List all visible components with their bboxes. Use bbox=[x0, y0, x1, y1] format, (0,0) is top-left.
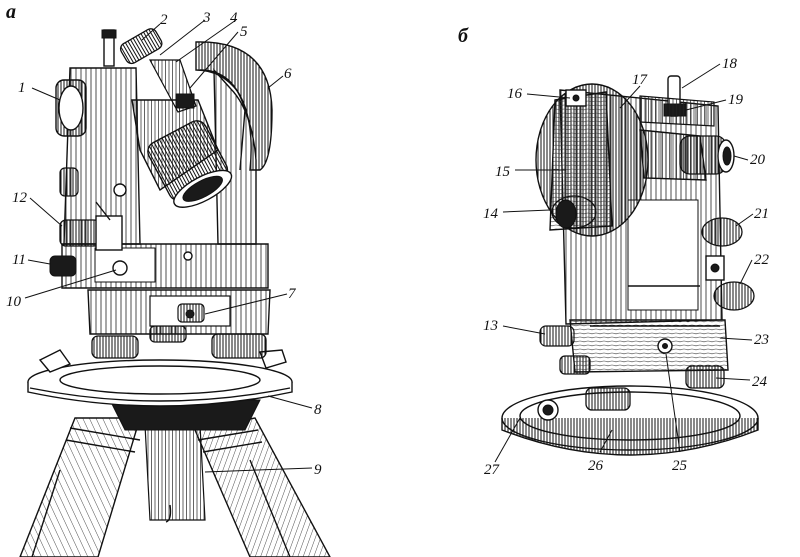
callout-10: 10 bbox=[6, 294, 22, 310]
telescope-b bbox=[639, 129, 735, 181]
callout-16: 16 bbox=[507, 86, 523, 102]
callout-4: 4 bbox=[230, 10, 238, 26]
callout-7: 7 bbox=[288, 286, 297, 302]
callout-14: 14 bbox=[483, 206, 499, 222]
callout-8: 8 bbox=[314, 402, 322, 418]
callout-23: 23 bbox=[754, 332, 769, 348]
tripod-head-plate bbox=[27, 349, 293, 407]
callout-18: 18 bbox=[722, 56, 738, 72]
callout-15: 15 bbox=[495, 164, 511, 180]
reading-microscope bbox=[55, 79, 87, 137]
callout-25: 25 bbox=[672, 458, 688, 474]
tribrach bbox=[87, 289, 271, 335]
panel-b-drawing bbox=[501, 75, 759, 456]
callout-9: 9 bbox=[314, 462, 322, 478]
callout-24: 24 bbox=[752, 374, 768, 390]
callout-19: 19 bbox=[728, 92, 744, 108]
screws-11-12 bbox=[49, 201, 123, 277]
callout-1: 1 bbox=[18, 80, 26, 96]
callout-3: 3 bbox=[202, 10, 211, 26]
callout-21: 21 bbox=[754, 206, 769, 222]
callout-20: 20 bbox=[750, 152, 766, 168]
panel-labels: а б bbox=[6, 1, 469, 47]
standard-right bbox=[195, 41, 273, 245]
callout-13: 13 bbox=[483, 318, 498, 334]
callout-11: 11 bbox=[12, 252, 26, 268]
foot-screws bbox=[91, 325, 267, 359]
tripod-legs bbox=[19, 399, 331, 557]
callout-6: 6 bbox=[284, 66, 292, 82]
callout-26: 26 bbox=[588, 458, 604, 474]
callout-12: 12 bbox=[12, 190, 28, 206]
leader-lines bbox=[24, 19, 754, 473]
knobs-21-22 bbox=[701, 217, 755, 311]
panel-label-a: а bbox=[6, 1, 16, 23]
tribrach-b bbox=[539, 319, 729, 373]
telescope-a bbox=[119, 28, 233, 208]
callout-5: 5 bbox=[240, 24, 248, 40]
knob-14 bbox=[551, 195, 597, 229]
callout-labels: 1 2 3 4 5 6 7 8 9 10 11 12 13 14 15 16 1… bbox=[6, 10, 770, 478]
top-sight bbox=[639, 75, 715, 127]
callout-22: 22 bbox=[754, 252, 770, 268]
panel-label-b: б bbox=[458, 25, 469, 47]
callout-17: 17 bbox=[632, 72, 649, 88]
alidade-base bbox=[61, 243, 269, 289]
callout-27: 27 bbox=[484, 462, 501, 478]
panel-a-drawing bbox=[19, 28, 331, 557]
base-plate bbox=[501, 385, 759, 456]
callout-2: 2 bbox=[160, 12, 168, 28]
